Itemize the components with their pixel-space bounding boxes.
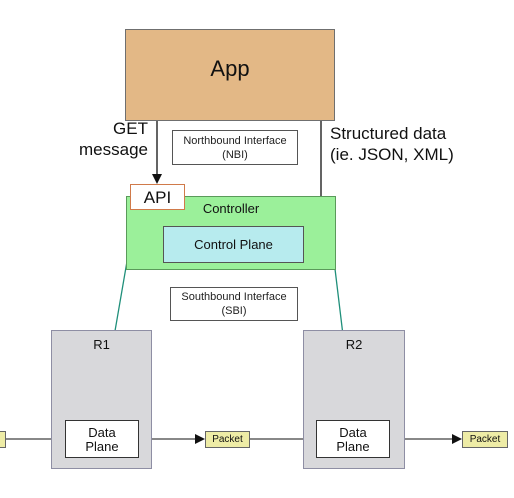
northbound-line1: Northbound Interface [183, 135, 287, 147]
northbound-line2: (NBI) [222, 149, 248, 161]
r2-data-plane-box: Data Plane [316, 420, 390, 458]
api-label: API [143, 188, 172, 207]
router-r2-label: R2 [345, 337, 363, 352]
get-message-label: GET message [70, 118, 148, 160]
control-plane-box: Control Plane [163, 226, 304, 263]
southbound-line2: (SBI) [221, 305, 247, 317]
controller-label: Controller [202, 201, 260, 216]
structured-data-line1: Structured data [330, 124, 447, 143]
get-message-line1: GET [113, 119, 148, 138]
packet-between-routers: Packet [205, 431, 250, 448]
packet-incoming [0, 431, 6, 448]
r1-data-plane-line2: Plane [85, 439, 119, 454]
control-plane-label: Control Plane [194, 237, 273, 252]
packet-outgoing-label: Packet [469, 434, 501, 445]
r2-data-plane-label: Data Plane [317, 426, 389, 454]
northbound-interface-label: Northbound Interface (NBI) [172, 130, 298, 165]
southbound-line1: Southbound Interface [181, 291, 287, 303]
app-box: App [125, 29, 335, 121]
packet-between-routers-label: Packet [212, 434, 243, 445]
app-label: App [210, 56, 250, 81]
r1-data-plane-line1: Data [88, 425, 116, 440]
r2-data-plane-line2: Plane [336, 439, 370, 454]
r2-data-plane-line1: Data [339, 425, 367, 440]
r1-data-plane-box: Data Plane [65, 420, 139, 458]
r1-data-plane-label: Data Plane [66, 426, 138, 454]
packet-outgoing: Packet [462, 431, 508, 448]
api-box: API [130, 184, 185, 210]
southbound-interface-label: Southbound Interface (SBI) [170, 287, 298, 321]
router-r1-label: R1 [93, 337, 110, 352]
structured-data-line2: (ie. JSON, XML) [330, 145, 454, 164]
get-message-line2: message [79, 140, 148, 159]
structured-data-label: Structured data (ie. JSON, XML) [330, 123, 454, 165]
